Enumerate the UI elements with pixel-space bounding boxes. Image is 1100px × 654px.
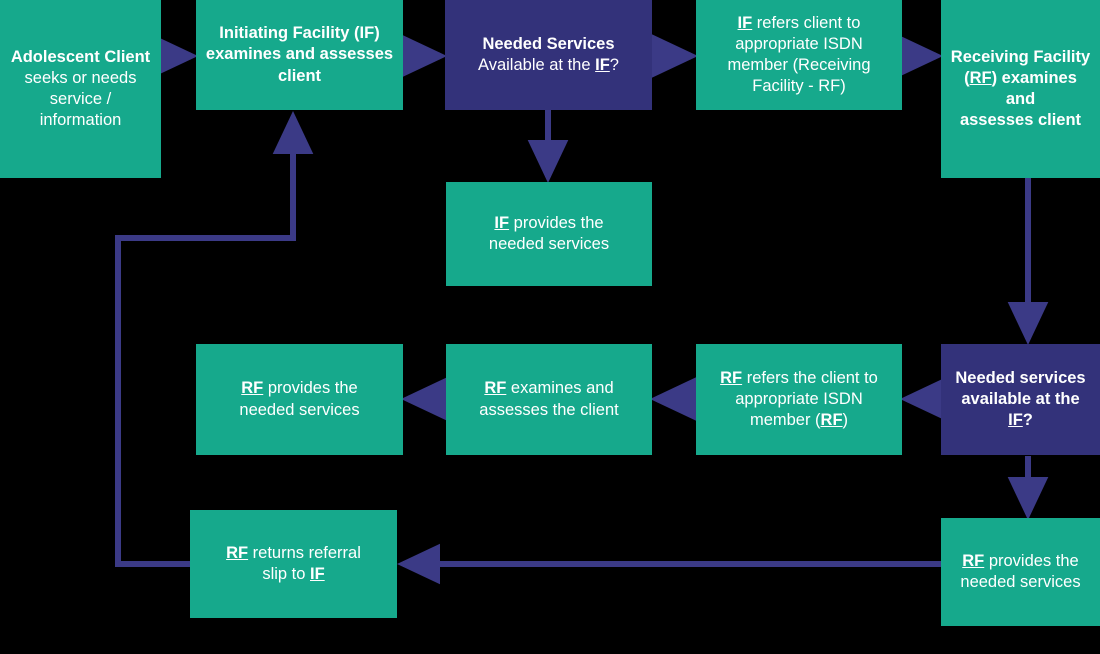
rf-refers-line2: appropriate ISDN — [735, 389, 863, 408]
rf-provides-mid-line2: needed services — [239, 400, 360, 419]
rf-provides-bottom-line2: needed services — [960, 573, 1081, 591]
node-if-refers-client[interactable]: IF refers client to appropriate ISDN mem… — [696, 0, 902, 110]
rf-returns-line1a: RF — [226, 543, 249, 562]
rf-examines-line1b: examines and — [506, 379, 614, 398]
needed-services-if-line2a: Available at the — [478, 56, 596, 74]
if-provides-line1b: provides the — [509, 213, 604, 232]
rf-provides-bottom-line1b: provides the — [984, 551, 1079, 570]
rf-refers-line1b: refers the client to — [742, 368, 878, 387]
node-rf-refers-client[interactable]: RF refers the client to appropriate ISDN… — [696, 344, 902, 455]
node-needed-services-rf-decision[interactable]: Needed services available at the IF? — [941, 344, 1100, 455]
node-rf-provides-services-mid[interactable]: RF provides the needed services — [196, 344, 403, 455]
node-rf-returns-referral-slip[interactable]: RF returns referral slip to IF — [190, 510, 397, 618]
rf-examines-line1a: RF — [484, 379, 507, 398]
node-if-provides-services[interactable]: IF provides the needed services — [446, 182, 652, 286]
rf-provides-bottom-line1a: RF — [962, 551, 985, 570]
node-rf-provides-services-bottom[interactable]: RF provides the needed services — [941, 518, 1100, 626]
initiating-facility-line1: Initiating Facility (IF) — [219, 24, 380, 43]
needed-services-if-line2b: IF — [595, 56, 610, 74]
node-receiving-facility-assess[interactable]: Receiving Facility (RF) examines and ass… — [941, 0, 1100, 178]
receiving-facility-line1: Receiving Facility — [950, 47, 1091, 66]
initiating-facility-line3: client — [277, 66, 322, 85]
if-provides-line2: needed services — [488, 235, 610, 253]
needed-services-if-line2c: ? — [609, 56, 619, 74]
receiving-facility-line2a: ( — [964, 68, 970, 87]
node-initiating-facility-assess[interactable]: Initiating Facility (IF) examines and as… — [196, 0, 403, 110]
needed-services-rf-line2b: IF — [1008, 411, 1023, 430]
rf-returns-line2b: IF — [310, 565, 325, 583]
rf-refers-line3a: member ( — [749, 411, 821, 430]
adolescent-client-line1: Adolescent Client — [10, 47, 151, 66]
if-refers-line2: appropriate ISDN — [735, 34, 863, 53]
if-provides-line1a: IF — [494, 213, 510, 232]
if-refers-line4: Facility - RF) — [752, 77, 846, 96]
adolescent-client-line3: service / — [49, 90, 112, 108]
node-adolescent-client[interactable]: Adolescent Client seeks or needs service… — [0, 0, 161, 178]
adolescent-client-line4: information — [39, 111, 122, 130]
needed-services-rf-line1: Needed services — [955, 368, 1086, 387]
receiving-facility-line3: assesses client — [959, 111, 1082, 130]
if-refers-line3: member (Receiving — [727, 56, 871, 74]
if-refers-line1b: refers client to — [752, 13, 861, 32]
rf-provides-mid-line1a: RF — [241, 379, 264, 398]
rf-refers-line3b: RF — [820, 411, 843, 430]
needed-services-rf-line2a: available at the — [961, 389, 1080, 408]
node-needed-services-if-decision[interactable]: Needed Services Available at the IF? — [445, 0, 652, 110]
if-refers-line1a: IF — [737, 13, 753, 32]
adolescent-client-line2: seeks or needs — [24, 68, 137, 87]
needed-services-if-line1: Needed Services — [482, 34, 615, 53]
node-rf-examines-client[interactable]: RF examines and assesses the client — [446, 344, 652, 455]
rf-returns-line2a: slip to — [262, 565, 310, 583]
initiating-facility-line2: examines and assesses — [205, 45, 394, 64]
edge-returns-to-initiating-facility — [115, 110, 314, 567]
rf-examines-line2: assesses the client — [479, 400, 619, 419]
receiving-facility-line2c: ) examines and — [991, 68, 1077, 108]
rf-returns-line1b: returns referral — [248, 543, 361, 562]
rf-refers-line3c: ) — [842, 411, 849, 430]
receiving-facility-line2b: RF — [969, 68, 992, 87]
rf-refers-line1a: RF — [720, 368, 743, 387]
rf-provides-mid-line1b: provides the — [263, 379, 358, 398]
needed-services-rf-line2c: ? — [1022, 411, 1033, 430]
